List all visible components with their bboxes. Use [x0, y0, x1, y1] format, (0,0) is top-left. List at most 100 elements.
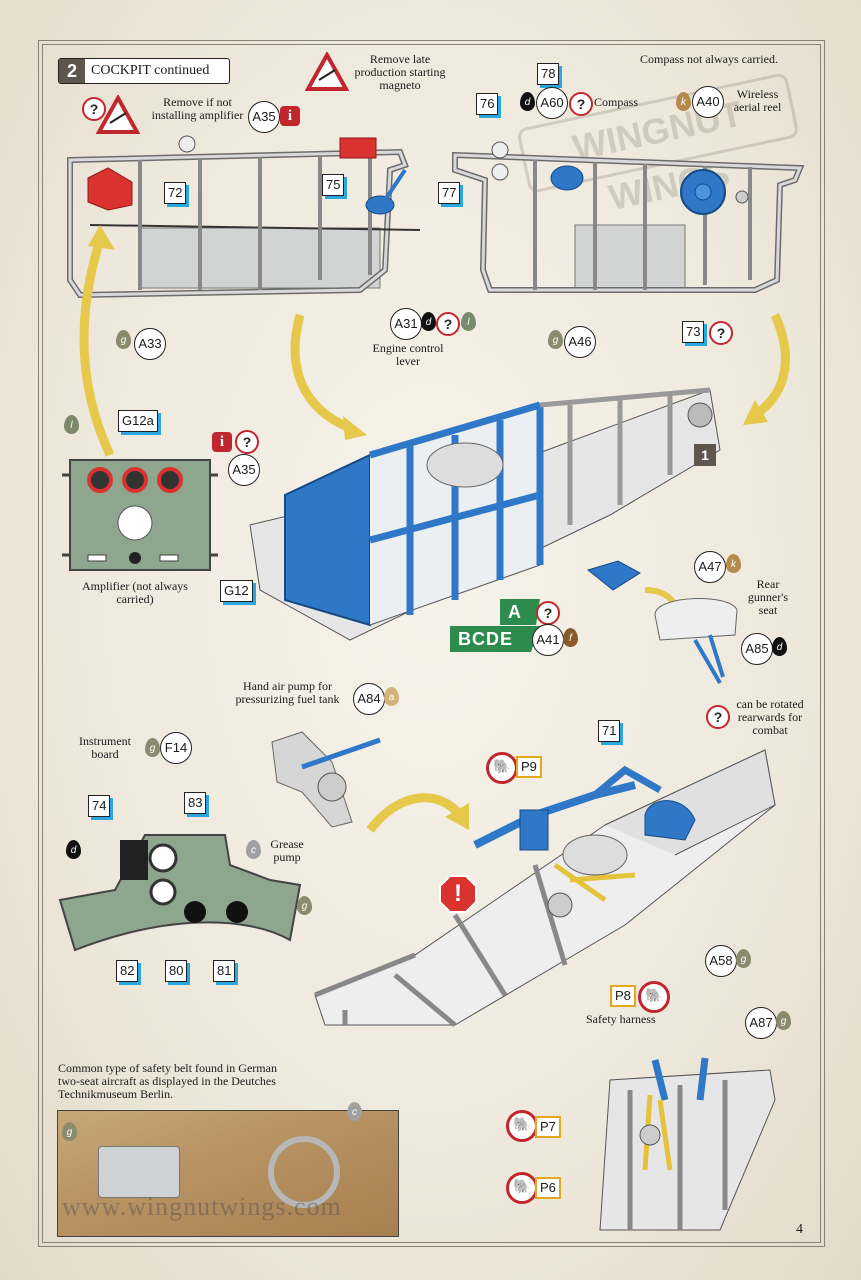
- question-icon: ?: [706, 705, 730, 729]
- part-a60: A60: [536, 87, 568, 119]
- info-icon: i: [212, 432, 232, 452]
- part-a58: A58: [705, 945, 737, 977]
- paint-c-drop: c: [246, 840, 261, 859]
- paint-g-drop: g: [116, 330, 131, 349]
- part-78: 78: [537, 63, 560, 85]
- arrow-down-right: [290, 313, 367, 440]
- paint-d-drop: d: [520, 92, 535, 111]
- part-a40: A40: [692, 86, 724, 118]
- paint-k-drop: k: [726, 554, 741, 573]
- paint-g-drop: g: [776, 1011, 791, 1030]
- part-a85: A85: [741, 633, 773, 665]
- part-73: 73: [682, 321, 705, 343]
- arrow-down-left: [743, 313, 790, 425]
- question-icon: ?: [436, 312, 460, 336]
- question-icon: ?: [82, 97, 106, 121]
- variant-a-tag: A: [500, 599, 540, 625]
- paint-d-drop: d: [772, 637, 787, 656]
- elephant-icon: 🐘: [486, 752, 518, 784]
- paint-l-drop: l: [461, 312, 476, 331]
- variant-bcde-tag: BCDE: [450, 626, 540, 652]
- note-remove-amplifier: Remove if not installing amplifier: [151, 95, 244, 122]
- paint-d-drop: d: [66, 840, 81, 859]
- step-number: 2: [59, 59, 85, 83]
- part-80: 80: [165, 960, 188, 982]
- part-f14: F14: [160, 732, 192, 764]
- paint-c-drop: c: [347, 1102, 362, 1121]
- pe-p7: P7: [535, 1116, 561, 1138]
- part-74: 74: [88, 795, 111, 817]
- part-a35-top: A35: [248, 101, 280, 133]
- part-a41: A41: [532, 624, 564, 656]
- note-rotated: can be rotated rearwards for combat: [736, 697, 804, 737]
- note-amplifier: Amplifier (not always carried): [82, 579, 188, 606]
- part-83: 83: [184, 792, 207, 814]
- website-watermark: www.wingnutwings.com: [62, 1192, 342, 1221]
- pe-p9: P9: [516, 756, 542, 778]
- note-safety-harness: Safety harness: [586, 1012, 656, 1026]
- question-icon: ?: [536, 601, 560, 625]
- paint-g-drop: g: [548, 330, 563, 349]
- instrument-board: [58, 834, 302, 952]
- elephant-icon: 🐘: [506, 1110, 538, 1142]
- page-number: 4: [796, 1222, 803, 1237]
- question-icon: ?: [235, 430, 259, 454]
- info-icon: i: [280, 106, 300, 126]
- pe-p8: P8: [610, 985, 636, 1007]
- paint-a-drop: a: [384, 687, 399, 706]
- part-82: 82: [116, 960, 139, 982]
- page-frame: [38, 40, 825, 1247]
- arrow-to-lower-fuselage: [366, 793, 469, 833]
- question-icon: ?: [709, 321, 733, 345]
- part-71: 71: [598, 720, 621, 742]
- note-grease-pump: Grease pump: [270, 837, 304, 864]
- part-a84: A84: [353, 683, 385, 715]
- question-icon: ?: [569, 92, 593, 116]
- fuselage-assembly-blue: [249, 387, 721, 641]
- part-a87: A87: [745, 1007, 777, 1039]
- part-75: 75: [322, 174, 345, 196]
- note-rear-seat: Rear gunner's seat: [747, 577, 789, 617]
- paint-g-drop: g: [62, 1122, 77, 1141]
- note-compass: Compass: [594, 95, 639, 109]
- note-remove-late-magneto: Remove late production starting magneto: [354, 52, 446, 92]
- paint-g-drop: g: [297, 896, 312, 915]
- harness-detail-view: [599, 1057, 776, 1231]
- note-instrument-board: Instrument board: [79, 734, 131, 761]
- step-title: COCKPIT continued: [91, 63, 210, 78]
- paint-g-drop: g: [145, 738, 160, 757]
- lower-fuselage-assembly: [314, 749, 776, 1027]
- top-right-fuselage-frame: [452, 141, 805, 293]
- note-belt-caption: Common type of safety belt found in Germ…: [58, 1061, 277, 1101]
- warning-triangle-icon: [305, 52, 349, 91]
- paint-l-drop: l: [64, 415, 79, 434]
- note-engine-lever: Engine control lever: [372, 341, 444, 368]
- hand-air-pump: [271, 731, 381, 828]
- part-g12: G12: [220, 580, 253, 602]
- part-1-badge: 1: [694, 444, 716, 466]
- part-a35: A35: [228, 454, 260, 486]
- note-compass-not-carried: Compass not always carried.: [640, 52, 778, 66]
- step-header: 2 COCKPIT continued: [58, 58, 230, 84]
- caution-mark: !: [454, 880, 462, 907]
- part-77: 77: [438, 182, 461, 204]
- paint-f-drop: f: [563, 628, 578, 647]
- safety-belt-photo: [57, 1110, 399, 1237]
- elephant-icon: 🐘: [638, 981, 670, 1013]
- caution-exclamation-icon: [439, 875, 477, 913]
- elephant-icon: 🐘: [506, 1172, 538, 1204]
- paint-g-drop: g: [736, 949, 751, 968]
- part-a46: A46: [564, 326, 596, 358]
- arrow-up-left: [79, 225, 115, 457]
- pe-p6: P6: [535, 1177, 561, 1199]
- amplifier-box: [62, 459, 218, 571]
- part-g12a: G12a: [118, 410, 158, 432]
- rear-gunner-seat: [654, 598, 738, 685]
- part-a47: A47: [694, 551, 726, 583]
- part-81: 81: [213, 960, 236, 982]
- part-a31: A31: [390, 308, 422, 340]
- paint-d-drop: d: [421, 312, 436, 331]
- part-76: 76: [476, 93, 499, 115]
- top-left-fuselage-frame: [67, 135, 421, 299]
